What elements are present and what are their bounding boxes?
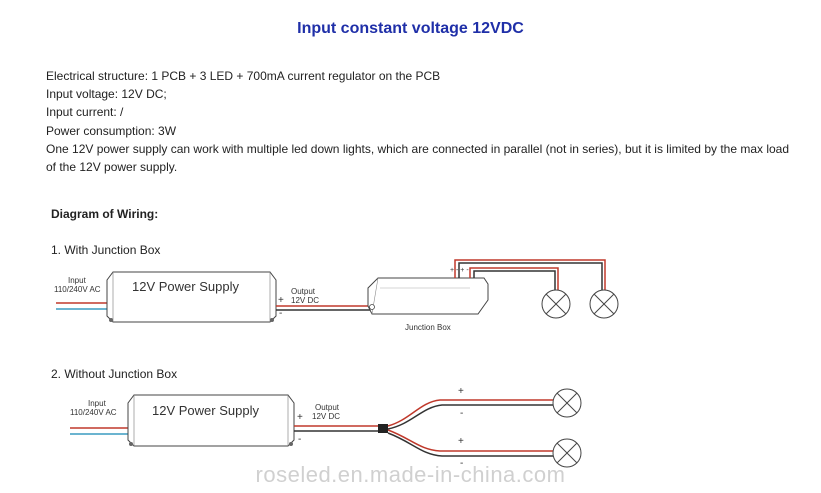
input-voltage-label: 110/240V AC (54, 285, 101, 294)
junction-box (367, 277, 489, 315)
junction-box-label: Junction Box (405, 323, 451, 332)
lamp-wire-dark-outer (458, 262, 603, 290)
spec-line: Input voltage: 12V DC; (46, 87, 167, 102)
plus-mark: + (278, 295, 284, 306)
branch1-red (387, 399, 553, 427)
input-voltage-label: 110/240V AC (70, 408, 117, 417)
spec-line: Electrical structure: 1 PCB + 3 LED + 70… (46, 69, 441, 83)
branch2-dark (387, 432, 553, 457)
watermark: roseled.en.made-in-china.com (255, 462, 566, 487)
minus-mark: - (279, 308, 282, 319)
spec-line: of the 12V power supply. (46, 160, 178, 175)
lamp-icon (552, 438, 582, 468)
power-supply-2 (127, 394, 295, 447)
lamp-wire-red-inner (469, 267, 559, 290)
plus-mark: + (297, 412, 303, 423)
lamp2-plus-mark: + (458, 436, 464, 447)
lamp-wire-red-outer (454, 259, 606, 290)
wire-connector (378, 424, 388, 433)
power-supply-label: 12V Power Supply (152, 403, 259, 418)
spec-list: Electrical structure: 1 PCB + 3 LED + 70… (46, 67, 816, 176)
spec-line: One 12V power supply can work with multi… (46, 141, 790, 156)
lamp1-minus-mark: - (460, 408, 463, 419)
lamp-wire-dark-inner (473, 270, 556, 290)
diagram2: Input 110/240V AC 12V Power Supply Outpu… (70, 386, 582, 469)
minus-mark: - (298, 434, 301, 445)
lamp-icon (552, 388, 582, 418)
input-label: Input (88, 399, 107, 408)
branch2-red (387, 429, 553, 452)
page-title: Input constant voltage 12VDC (297, 20, 524, 37)
branch1-dark (387, 404, 553, 430)
power-supply-1 (106, 271, 277, 323)
lamp-icon (541, 289, 571, 319)
lamp2-minus-mark: - (460, 458, 463, 469)
spec-line: Input current: / (46, 105, 124, 120)
diagram1: Input 110/240V AC 12V Power Supply Outpu… (54, 259, 619, 332)
diagram2-heading: 2. Without Junction Box (51, 367, 178, 381)
output-voltage-label: 12V DC (291, 296, 319, 305)
diagram-heading: Diagram of Wiring: (51, 207, 159, 221)
lamp1-plus-mark: + (458, 386, 464, 397)
input-label: Input (68, 276, 87, 285)
diagram1-heading: 1. With Junction Box (51, 243, 161, 257)
lamp-icon (589, 289, 619, 319)
output-voltage-label: 12V DC (312, 412, 340, 421)
output-label: Output (315, 403, 340, 412)
spec-line: Power consumption: 3W (46, 123, 177, 138)
power-supply-label: 12V Power Supply (132, 279, 239, 294)
output-label: Output (291, 287, 316, 296)
